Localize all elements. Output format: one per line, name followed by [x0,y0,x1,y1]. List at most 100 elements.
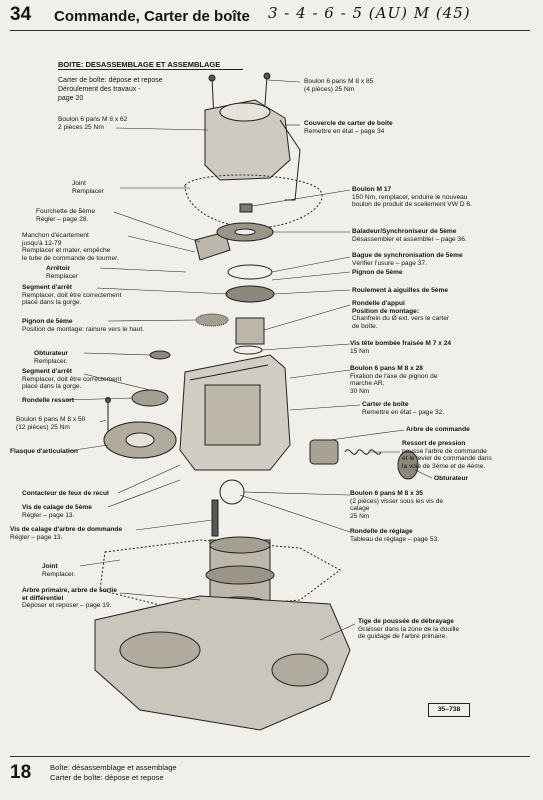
label-joint-1: Joint Remplacer [72,180,104,195]
label-line: Baladeur/Synchroniseur de 5ème [352,228,457,235]
label-boulon-m8x35: Boulon 6 pans M 8 x 35 (2 pièces) visser… [350,490,443,520]
footer-line-1: Boîte: désassemblage et assemblage [50,763,177,772]
label-rondelle-ressort: Rondelle ressort [22,397,75,404]
label-pignon-gauche: Pignon de 5ème Position de montage: rain… [22,318,144,333]
label-rondelle-appui: Rondelle d'appui Position de montage: Ch… [352,300,449,330]
label-line: Rondelle d'appui [352,300,405,307]
label-line: et différentiel [22,594,64,602]
label-line: 15 Nm [350,347,370,355]
label-line: Régler – page 13. [22,511,75,519]
section-line-2: Déroulement des travaux - [58,86,141,93]
section-line-3: page 20 [58,95,84,102]
label-line: Position de montage: rainure vers le hau… [22,325,145,333]
label-obturateur-droite: Obturateur [434,475,469,482]
label-line: Vérifier l'usure – page 37. [352,259,427,267]
label-line: jusqu'à 12-79 [22,239,62,247]
label-manchon: Manchon d'écartement jusqu'à 12-79 Rempl… [22,232,119,262]
label-line: Arbre primaire, arbre de sortie [22,587,117,594]
label-line: Joint [42,563,58,570]
label-line: Régler – page 28. [36,215,89,223]
label-couvercle: Couvercle de carter de boîte Remettre en… [304,120,393,135]
label-line: (12 pièces) 25 Nm [16,423,70,431]
label-vis-tete: Vis tête bombée fraisée M 7 x 24 15 Nm [350,340,451,355]
label-line: Remplacer, doit être correctement [22,291,122,299]
label-line: Carter de boîte [362,401,409,408]
label-line: Tableau de réglage – page 53. [350,535,440,543]
label-line: Remplacer [46,272,78,280]
label-line: marche AR. [350,380,385,388]
label-line: Joint [72,180,86,187]
label-segment-1: Segment d'arrêt Remplacer, doit être cor… [22,284,121,307]
label-line: Fourchette de 5ème [36,208,96,215]
label-boulon-m17: Boulon M 17 150 Nm, remplacer, enduire l… [352,186,472,209]
header-rule [10,30,530,31]
label-line: Boulon M 17 [352,186,392,193]
label-line: Pignon de 5ème [22,318,73,325]
label-line: Boulon 6 pans M 8 x 50 [16,416,86,423]
label-line: Déposer et reposer – page 19. [22,602,112,610]
label-line: placé dans la gorge. [22,299,82,307]
label-line: Segment d'arrêt [22,368,72,375]
label-line: le tube de commande de tourner. [22,254,119,262]
label-line: Boulon 6 pans M 8 x 28 [350,365,423,372]
label-line: 2 pièces 25 Nm [58,123,104,131]
label-line: pousse l'arbre de commande [402,447,487,455]
label-line: Position de montage: [352,307,420,315]
label-boulon-m8x50: Boulon 6 pans M 8 x 50 (12 pièces) 25 Nm [16,416,85,431]
section-rule [58,69,243,70]
footer-line-2: Carter de boîte: dépose et repose [50,773,164,782]
label-line: (2 pièces) visser sous les vis de [350,497,444,505]
label-vis-calage-arbre: Vis de calage d'arbre de dommande Régler… [10,526,122,541]
label-line: Chanfrein du Ø ext. vers le carter [352,315,450,323]
label-line: 30 Nm [350,387,370,395]
label-line: Remplacer, doit être correctement [22,375,122,383]
page-title: Commande, Carter de boîte [54,8,250,25]
figure-reference: 35–738 [428,703,470,717]
label-arretoir: Arrêtoir Remplacer [46,265,78,280]
page-header: 34 Commande, Carter de boîte 3 - 4 - 6 -… [10,4,530,28]
label-line: Boulon 6 pans M 8 x 35 [350,490,423,497]
label-line: Désassembler et assembler – page 36. [352,235,467,243]
section-title: BOITE: DESASSEMBLAGE ET ASSEMBLAGE [58,60,221,69]
label-line: Tige de poussée de débrayage [358,618,454,625]
label-vis-calage-5: Vis de calage de 5ème Régler – page 13. [22,504,92,519]
label-pignon-droite: Pignon de 5ème [352,269,403,276]
label-line: Remplacer. [34,357,68,365]
label-fourchette: Fourchette de 5ème Régler – page 28. [36,208,95,223]
label-joint-2: Joint Remplacer. [42,563,75,578]
label-line: Vis tête bombée fraisée M 7 x 24 [350,340,452,347]
label-line: Segment d'arrêt [22,284,72,291]
label-arbre-primaire: Arbre primaire, arbre de sortie et diffé… [22,587,117,610]
label-line: boulon de produit de scellement VW D 6. [352,201,472,209]
label-bague-synchro: Bague de synchronisation de 5ème Vérifie… [352,252,463,267]
label-line: la voie de 3ème et de 4ème. [402,462,486,470]
label-line: Vis de calage de 5ème [22,504,92,511]
label-line: Rondelle de réglage [350,528,413,535]
label-boulon-m8x85: Boulon 6 pans M 8 x 85 (4 pièces) 25 Nm [304,78,373,93]
label-line: Arrêtoir [46,265,71,272]
label-line: Fixation de l'axe de pignon de [350,372,438,380]
footer-page-number: 18 [10,762,32,783]
label-line: calage [350,505,370,513]
label-roulement: Roulement à aiguilles de 5ème [352,287,449,294]
label-line: Vis de calage d'arbre de dommande [10,526,123,533]
label-rondelle-reglage: Rondelle de réglage Tableau de réglage –… [350,528,439,543]
label-baladeur: Baladeur/Synchroniseur de 5ème Désassemb… [352,228,467,243]
label-line: Remplacer [72,187,104,195]
label-arbre-commande: Arbre de commande [406,426,470,433]
label-line: 150 Nm, remplacer, enduire le nouveau [352,193,468,201]
section-line-1: Carter de boîte: dépose et repose [58,77,163,84]
label-carter: Carter de boîte Remettre en état – page … [362,401,444,416]
label-line: Bague de synchronisation de 5ème [352,252,463,259]
label-line: Couvercle de carter de boîte [304,120,393,127]
label-line: Ressort de pression [402,440,466,447]
label-line: Manchon d'écartement [22,232,89,239]
label-line: et le levier de commande dans [402,455,492,463]
footer-rule [10,756,530,757]
label-line: de boîte. [352,322,378,330]
label-contacteur: Contacteur de feux de recul [22,490,109,497]
label-line: Remettre en état – page 32. [362,408,445,416]
label-line: 25 Nm [350,512,370,520]
